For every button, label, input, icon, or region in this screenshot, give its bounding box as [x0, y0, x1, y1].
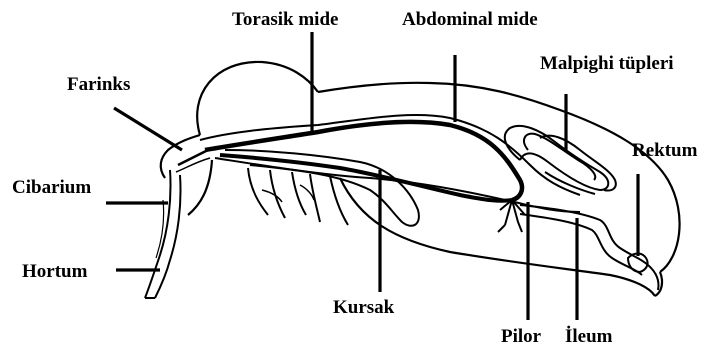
- abdomen-ventral-line: [340, 178, 655, 296]
- leader-pharynx: [114, 108, 182, 150]
- neck-outline: [188, 160, 212, 215]
- label-abdominal-midgut: Abdominal mide: [402, 9, 538, 30]
- label-proboscis: Hortum: [22, 261, 88, 282]
- crop-sac: [225, 150, 419, 226]
- label-thoracic-midgut: Torasik mide: [232, 9, 338, 30]
- pharynx-duct: [178, 150, 208, 165]
- label-crop: Kursak: [333, 297, 395, 318]
- label-cibarium: Cibarium: [12, 177, 91, 198]
- label-ileum: İleum: [565, 326, 613, 347]
- thorax-hump: [197, 62, 318, 135]
- proboscis-shape: [145, 170, 181, 298]
- label-pharynx: Farinks: [67, 74, 130, 95]
- label-pylorus: Pilor: [501, 326, 542, 347]
- label-malpighian-tubules: Malpighi tüpleri: [540, 53, 674, 74]
- label-rectum: Rektum: [632, 140, 698, 161]
- body-outline: [161, 62, 680, 296]
